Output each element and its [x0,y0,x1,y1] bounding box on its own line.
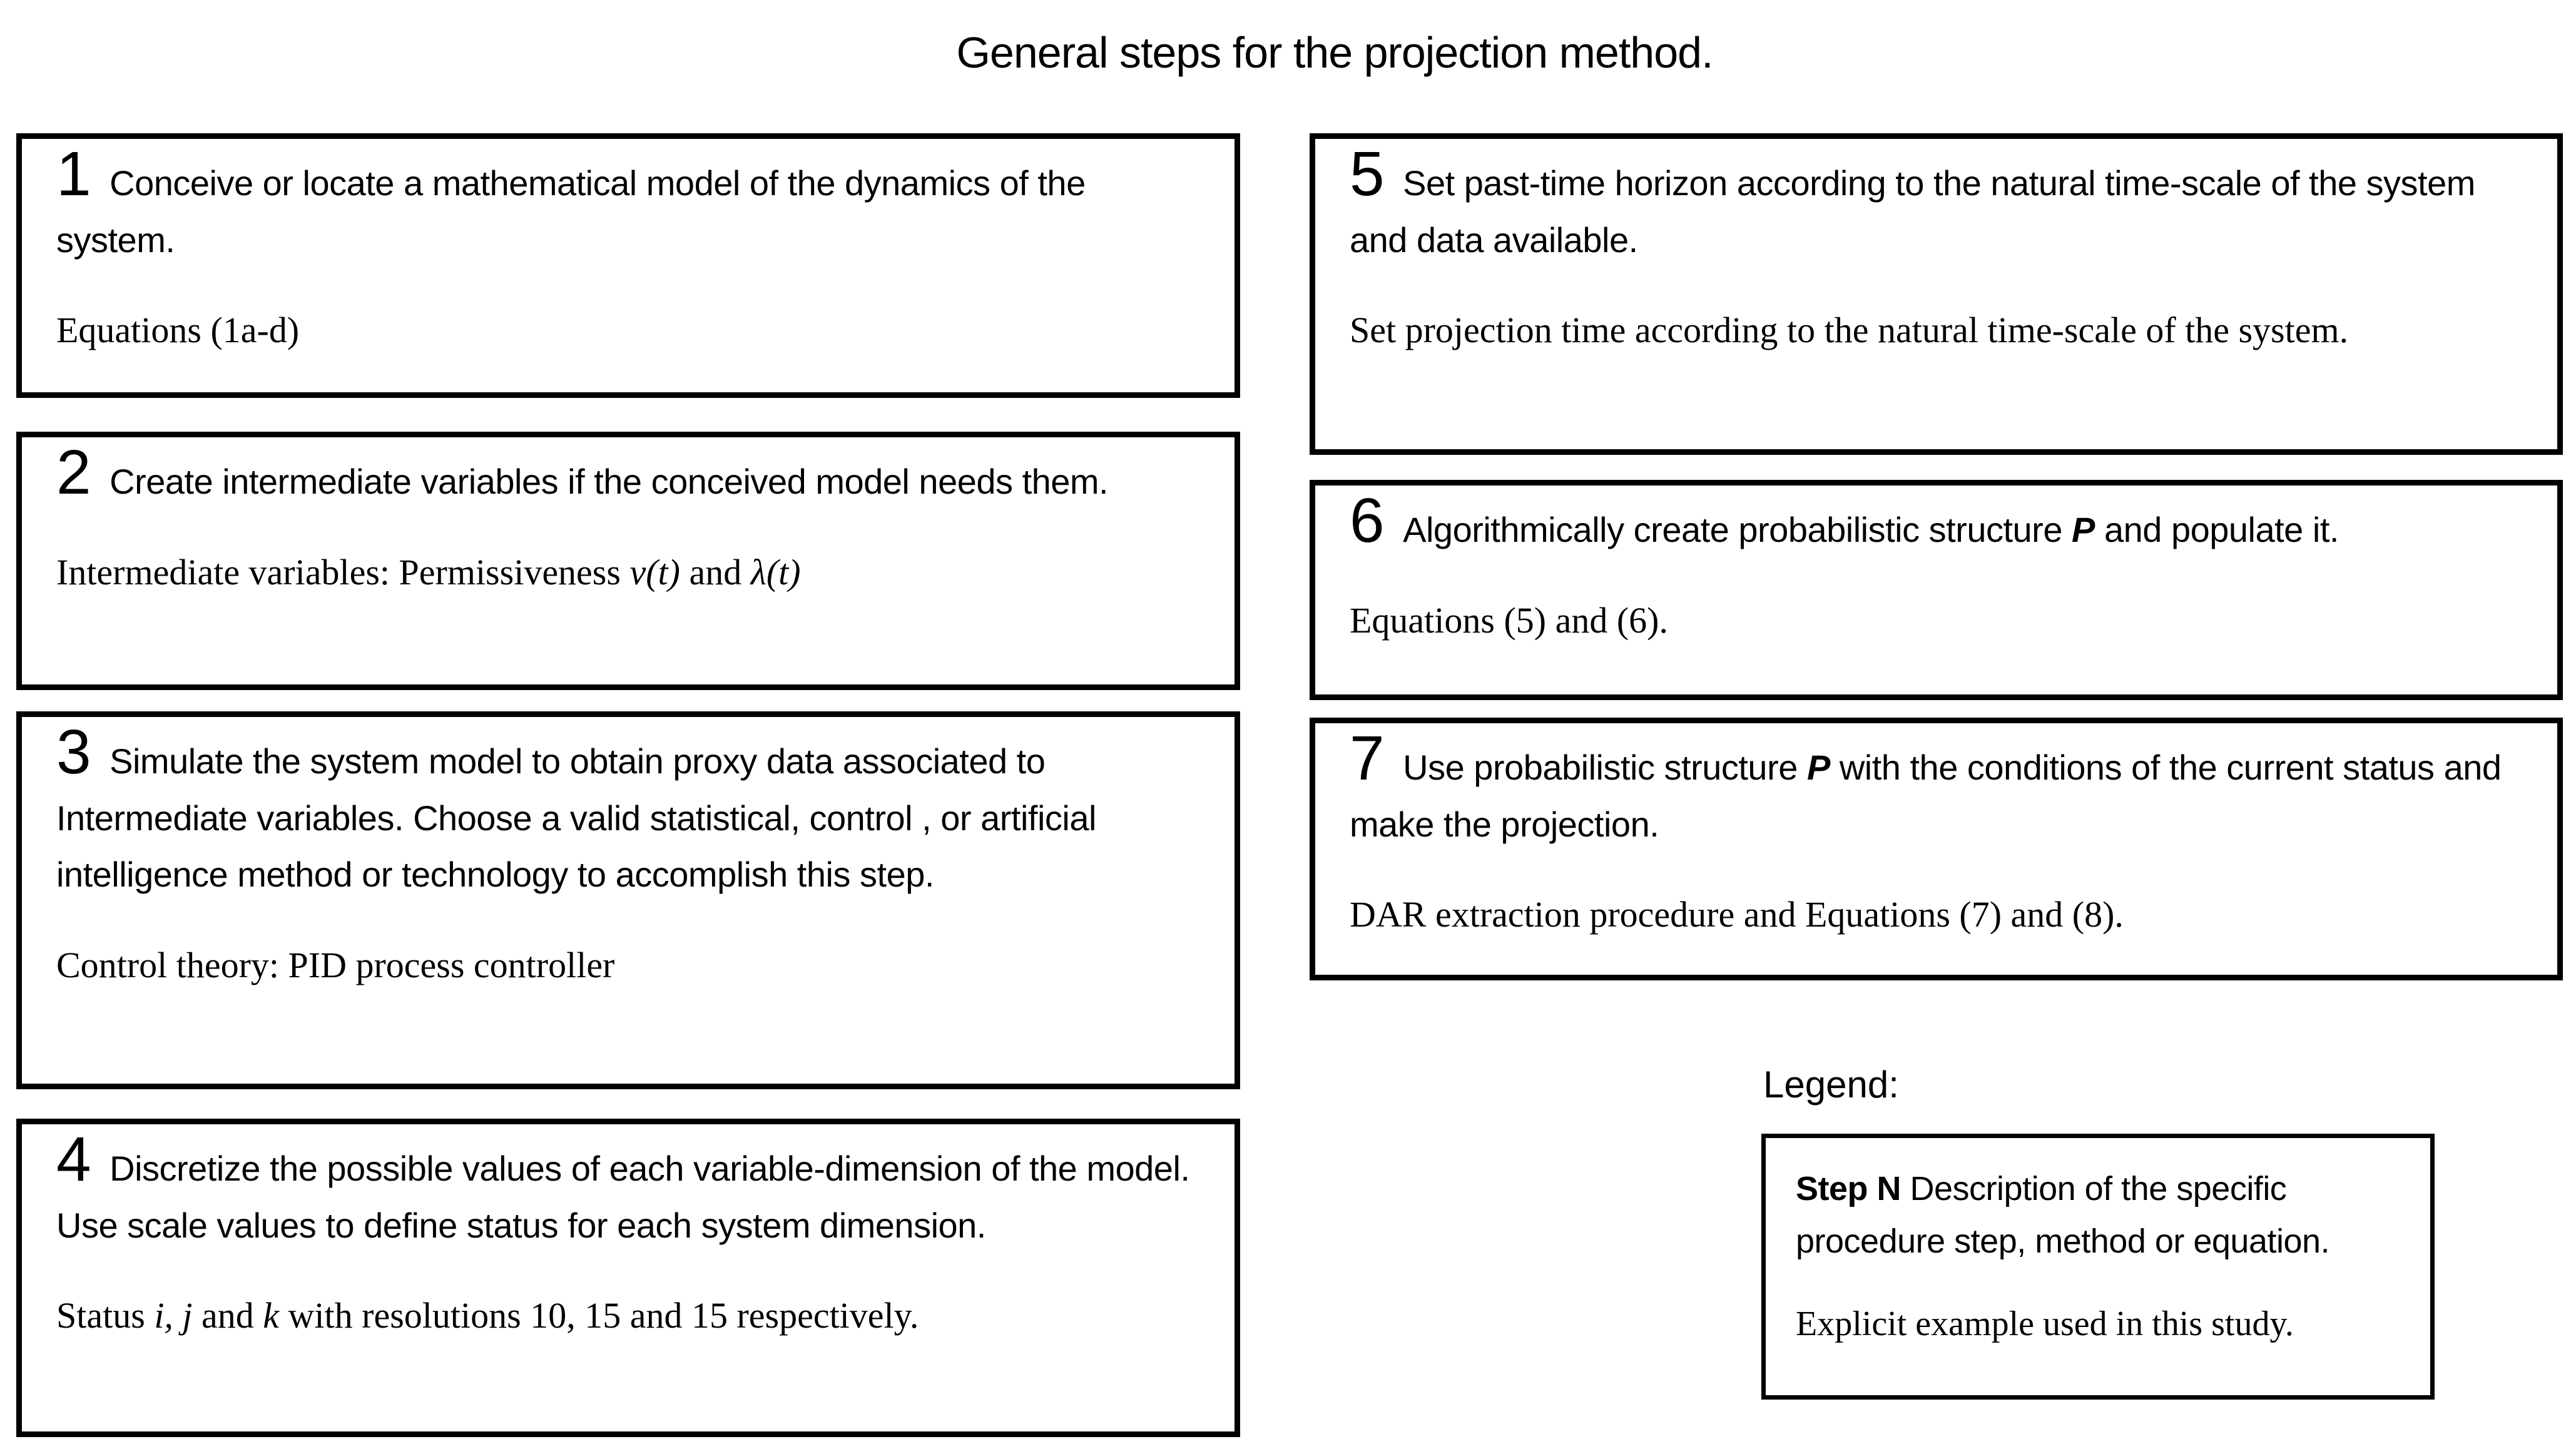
text-segment: Set past-time horizon according to the n… [1350,163,2475,260]
text-segment: Create intermediate variables if the con… [109,462,1109,501]
step-7-example: DAR extraction procedure and Equations (… [1350,887,2523,942]
text-segment: DAR extraction procedure and Equations (… [1350,894,2124,935]
step-1-number: 1 [56,139,91,209]
text-segment: λ(t) [750,551,801,592]
text-segment: Set projection time according to the nat… [1350,310,2349,351]
text-segment: Equations (1a-d) [56,310,300,351]
step-4-number: 4 [56,1124,91,1194]
step-6-example: Equations (5) and (6). [1350,593,2523,648]
step-3-number: 3 [56,717,91,787]
text-segment: Algorithmically create probabilistic str… [1403,510,2072,549]
text-segment: P [1806,748,1830,787]
text-segment: Equations (5) and (6). [1350,599,1668,641]
step-3-example: Control theory: PID process controller [56,938,1200,992]
text-segment: Step N [1796,1170,1910,1208]
legend-description: Step N Description of the specific proce… [1796,1163,2400,1268]
step-6-number: 6 [1350,486,1385,556]
text-segment: with resolutions 10, 15 and 15 respectiv… [279,1295,919,1336]
step-6-box: 6 Algorithmically create probabilistic st… [1310,480,2563,700]
text-segment: and [680,551,751,592]
step-2-example: Intermediate variables: Permissiveness v… [56,545,1200,599]
step-1-example: Equations (1a-d) [56,303,1200,357]
step-2-description-text: Create intermediate variables if the con… [109,462,1109,501]
text-segment: i, j [154,1295,193,1336]
step-6-description: 6 Algorithmically create probabilistic st… [1350,489,2523,559]
text-segment: Description of the specific procedure st… [1796,1170,2330,1260]
step-5-description-text: Set past-time horizon according to the n… [1350,163,2475,260]
text-segment: k [263,1295,280,1336]
text-segment: and populate it. [2094,510,2339,549]
text-segment: Conceive or locate a mathematical model … [56,163,1086,260]
step-7-number: 7 [1350,723,1385,793]
step-1-description-text: Conceive or locate a mathematical model … [56,163,1086,260]
text-segment: P [2072,510,2095,549]
text-segment: Intermediate variables: Permissiveness [56,551,630,592]
step-2-box: 2 Create intermediate variables if the co… [16,432,1240,690]
text-segment: Use probabilistic structure [1403,748,1807,787]
step-2-number: 2 [56,437,91,507]
figure-title: General steps for the projection method. [956,28,1713,77]
text-segment: Status [56,1295,155,1336]
text-segment: Explicit example used in this study. [1796,1304,2294,1344]
text-segment: Simulate the system model to obtain prox… [56,741,1096,895]
step-4-example: Status i, j and k with resolutions 10, 1… [56,1288,1200,1343]
text-segment: Control theory: PID process controller [56,945,615,986]
text-segment: and [192,1295,263,1336]
text-segment: with the conditions of the current statu… [1350,748,2502,844]
text-segment: Discretize the possible values of each v… [56,1149,1190,1245]
step-5-number: 5 [1350,139,1385,209]
step-7-description-text: Use probabilistic structure P with the c… [1350,748,2502,844]
step-5-example: Set projection time according to the nat… [1350,303,2523,357]
step-3-description-text: Simulate the system model to obtain prox… [56,741,1096,894]
step-4-description-text: Discretize the possible values of each v… [56,1149,1190,1245]
legend-title: Legend: [1763,1064,1899,1106]
legend-example: Explicit example used in this study. [1796,1298,2400,1350]
text-segment: v(t) [629,551,680,592]
legend-box: Step N Description of the specific proce… [1761,1134,2435,1400]
step-6-description-text: Algorithmically create probabilistic str… [1403,510,2339,549]
